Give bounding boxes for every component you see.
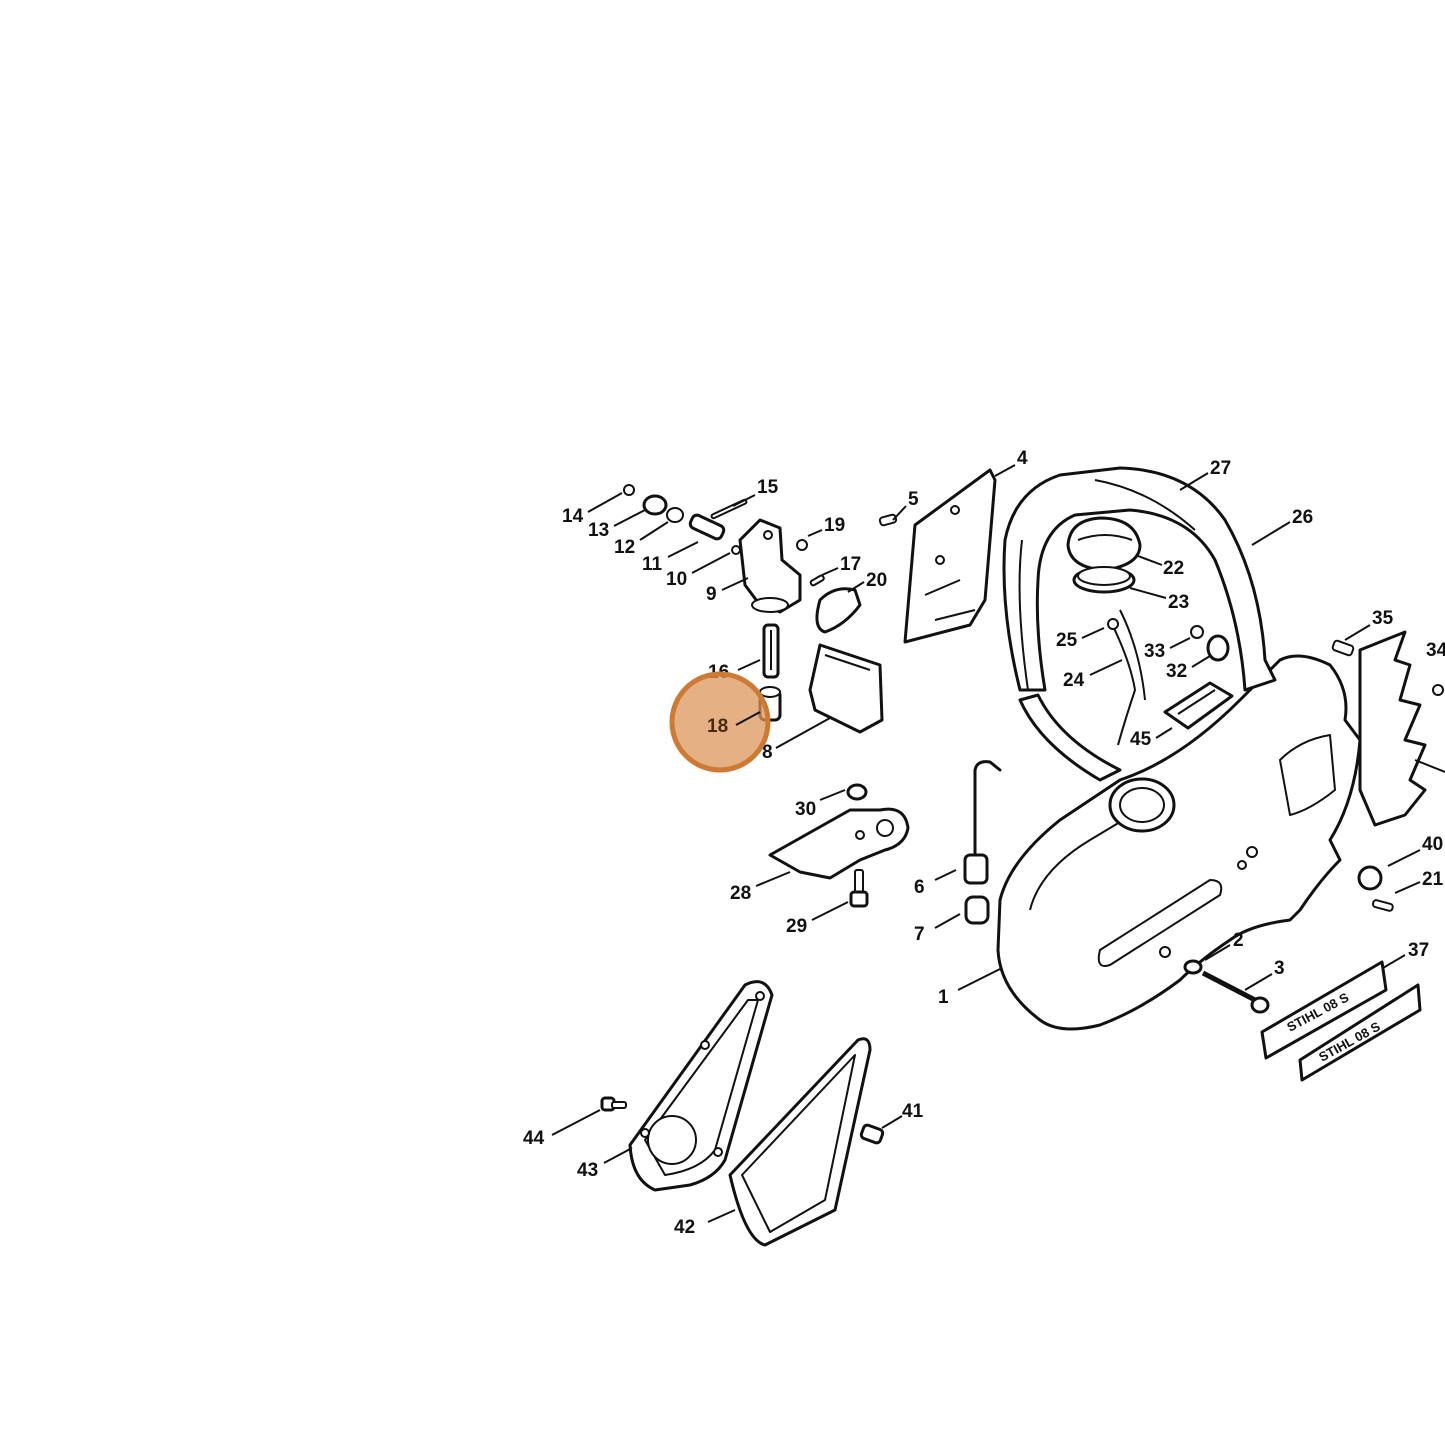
washer-part-2[interactable]: [1183, 959, 1203, 975]
callout-labels: 14 13 12 11 10 9 15 19 17 20 16 8 5 4 27…: [523, 448, 1445, 1238]
callout-1[interactable]: 1: [938, 987, 949, 1008]
callout-15[interactable]: 15: [757, 477, 779, 498]
callout-42[interactable]: 42: [674, 1217, 695, 1238]
callout-41[interactable]: 41: [902, 1101, 924, 1122]
screw-part-34b[interactable]: [1432, 684, 1444, 696]
callout-21[interactable]: 21: [1422, 869, 1444, 890]
callout-3[interactable]: 3: [1274, 958, 1285, 979]
callout-18[interactable]: 18: [707, 716, 728, 737]
callout-29[interactable]: 29: [786, 916, 807, 937]
callout-12[interactable]: 12: [614, 537, 635, 558]
bolt-part-29[interactable]: [849, 869, 869, 908]
callout-8[interactable]: 8: [762, 742, 773, 763]
callout-25[interactable]: 25: [1056, 630, 1078, 651]
cap-chain-part-24[interactable]: [1107, 609, 1146, 746]
callout-30[interactable]: 30: [795, 799, 816, 820]
callout-27[interactable]: 27: [1210, 458, 1231, 479]
housing-part-1[interactable]: [996, 654, 1362, 1031]
gasket-part-42[interactable]: [728, 1037, 872, 1247]
screw-part-44[interactable]: [600, 1096, 627, 1112]
nut-part-40[interactable]: [1357, 865, 1383, 891]
callout-28[interactable]: 28: [730, 883, 751, 904]
callout-2[interactable]: 2: [1233, 930, 1244, 951]
callout-24[interactable]: 24: [1063, 670, 1085, 691]
handle-part-26[interactable]: [1002, 466, 1277, 782]
callout-4[interactable]: 4: [1017, 448, 1028, 469]
callout-23[interactable]: 23: [1168, 592, 1189, 613]
callout-33[interactable]: 33: [1144, 641, 1165, 662]
fuel-cap-part-22[interactable]: [1066, 516, 1142, 594]
hose-part-6[interactable]: [963, 760, 1002, 885]
callout-45[interactable]: 45: [1130, 729, 1152, 750]
callout-9[interactable]: 9: [706, 584, 717, 605]
callout-20[interactable]: 20: [866, 570, 887, 591]
callout-13[interactable]: 13: [588, 520, 609, 541]
highlight-marker[interactable]: 18: [669, 671, 771, 773]
callout-44[interactable]: 44: [523, 1128, 545, 1149]
callout-19[interactable]: 19: [824, 515, 845, 536]
callout-34[interactable]: 34: [1426, 640, 1445, 661]
cover-plate-part-4[interactable]: [903, 468, 997, 644]
callout-22[interactable]: 22: [1163, 558, 1184, 579]
grommet-part-33[interactable]: [1190, 625, 1204, 639]
nut-part-30[interactable]: [846, 783, 868, 801]
callout-32[interactable]: 32: [1166, 661, 1187, 682]
badge-part-37[interactable]: STIHL 08 S STIHL 08 S: [1260, 960, 1422, 1082]
rod-part-x: [1414, 759, 1445, 773]
callout-40[interactable]: 40: [1422, 834, 1443, 855]
bumper-spike-part-34[interactable]: [1358, 630, 1427, 827]
callout-17[interactable]: 17: [840, 554, 861, 575]
screw-part-3[interactable]: [1201, 970, 1270, 1014]
callout-14[interactable]: 14: [562, 506, 584, 527]
callout-43[interactable]: 43: [577, 1160, 598, 1181]
callout-11[interactable]: 11: [642, 554, 663, 575]
callout-6[interactable]: 6: [914, 877, 925, 898]
callout-35[interactable]: 35: [1372, 608, 1394, 629]
screw-part-21[interactable]: [1371, 899, 1394, 912]
screw-part-41[interactable]: [859, 1123, 885, 1145]
cover-part-43[interactable]: [628, 980, 774, 1192]
callout-10[interactable]: 10: [666, 569, 687, 590]
screw-part-35[interactable]: [1331, 639, 1355, 657]
callout-37[interactable]: 37: [1408, 940, 1429, 961]
filter-part-8[interactable]: [808, 643, 884, 734]
callout-5[interactable]: 5: [908, 489, 919, 510]
bracket-part-28[interactable]: [768, 807, 910, 880]
filter-part-7[interactable]: [964, 895, 990, 925]
oil-pump-assembly[interactable]: [623, 484, 862, 679]
callout-7[interactable]: 7: [914, 924, 925, 945]
grommet-part-32[interactable]: [1206, 634, 1230, 662]
callout-26[interactable]: 26: [1292, 507, 1313, 528]
button-part-45[interactable]: [1163, 681, 1234, 730]
